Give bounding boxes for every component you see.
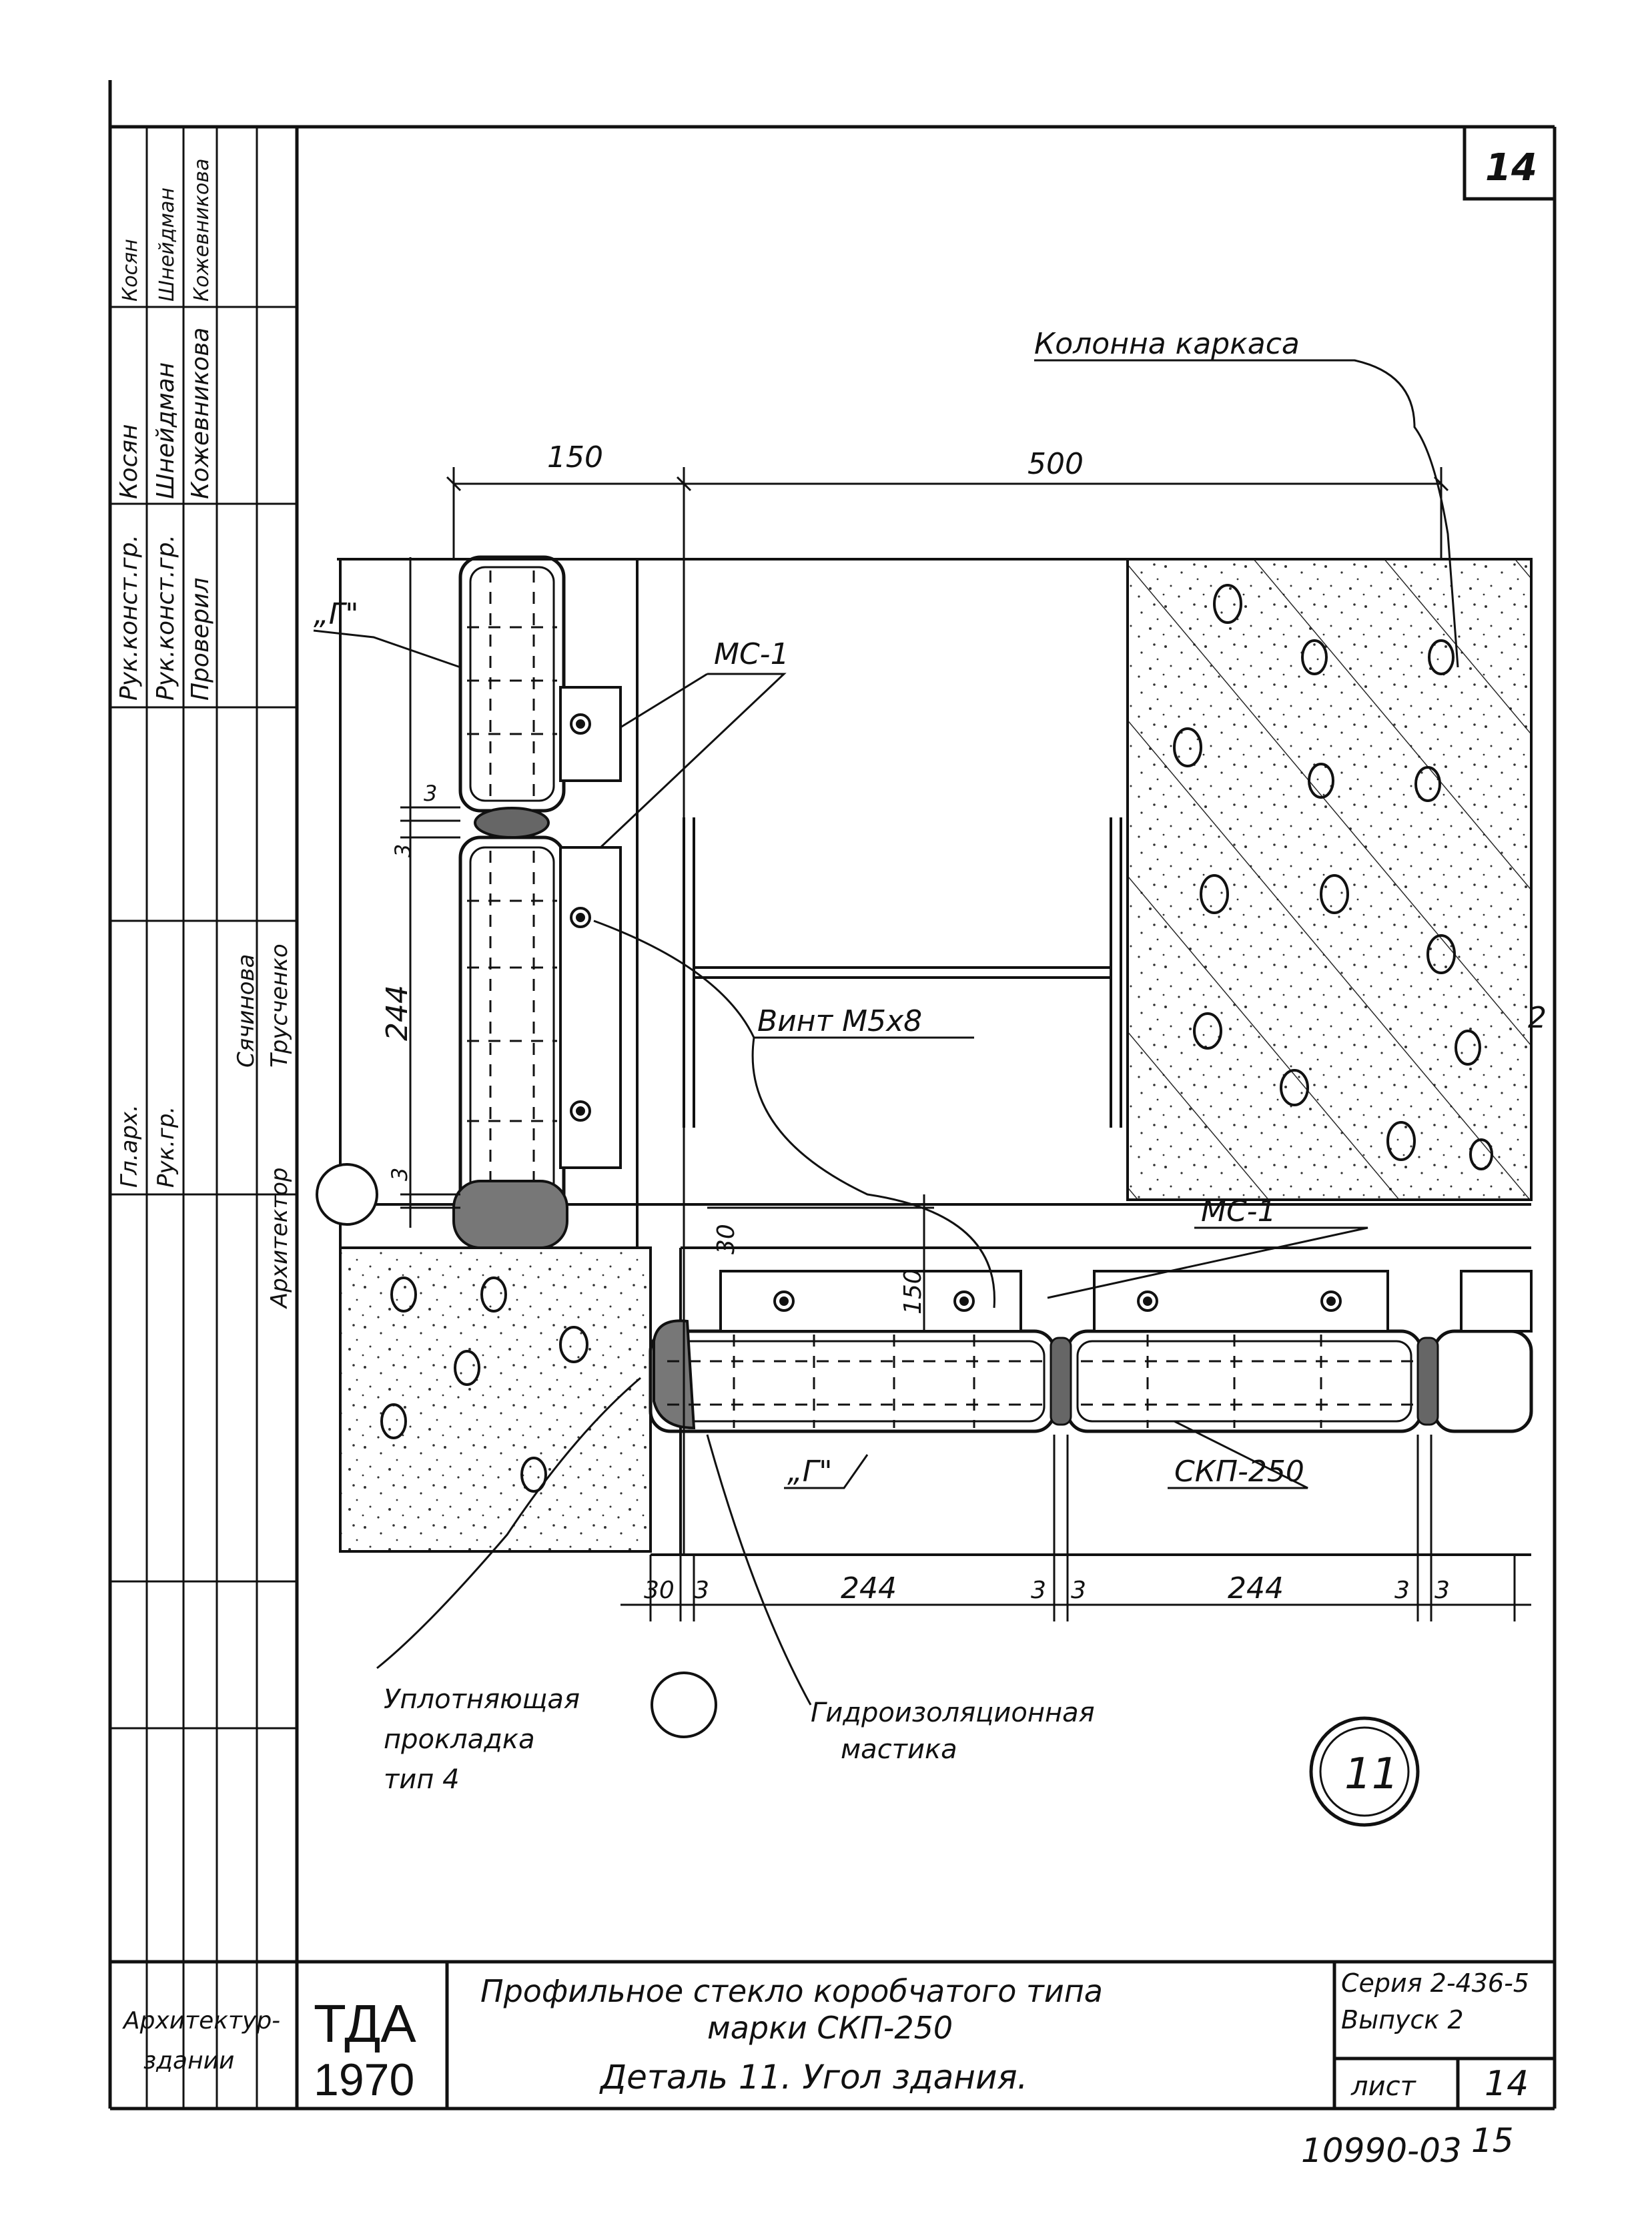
dim-vertical-150: 150	[899, 1268, 927, 1315]
label-seal-line1: Уплотняющая	[384, 1684, 580, 1715]
sidebar-mid-name-3: Трусченко	[266, 944, 293, 1068]
horizontal-glass-profile	[649, 1319, 1533, 1433]
sidebar-role-1: Рук.конст.гр.	[115, 534, 143, 701]
label-mastic-line2: мастика	[841, 1734, 957, 1765]
sheet-value: 14	[1485, 2064, 1529, 2104]
section-markers	[316, 1163, 717, 1738]
dim-bottom-30: 30	[644, 1577, 675, 1604]
sidebar-mid-role-2: Рук.гр.	[153, 1106, 179, 1188]
section-line1: Архитектур-	[122, 2007, 280, 2034]
label-skp: СКП-250	[1174, 1455, 1304, 1489]
title-line2: марки СКП-250	[707, 2010, 953, 2046]
dimension-texts: 150 500 3 3 244 3 30 150 30 3 244 3 3 24…	[380, 440, 1450, 1605]
sidebar-role-3: Проверил	[187, 577, 214, 701]
sidebar-signature-1: Косян	[119, 239, 142, 302]
sidebar-mid-name-2: Сячинова	[233, 954, 260, 1068]
sidebar-role-2: Рук.конст.гр.	[152, 534, 179, 701]
label-side-number: 2	[1528, 1001, 1547, 1035]
dim-gap-mid: 3	[390, 844, 416, 857]
sidebar-signature-2: Шнейдман	[155, 188, 179, 302]
dim-gap-top: 3	[424, 781, 437, 806]
title-block-texts: ТДА 1970 Архитектур- здании Профильное с…	[122, 1968, 1529, 2105]
series-label: Серия 2-436-5	[1341, 1968, 1529, 1998]
horizontal-clamps	[719, 1270, 1533, 1333]
vertical-glass-profile	[452, 555, 568, 1249]
sidebar-mid-role-1: Гл.арх.	[116, 1104, 143, 1188]
sidebar-name-1: Косян	[115, 424, 143, 499]
dim-vertical-30: 30	[713, 1224, 740, 1254]
label-seal-line2: прокладка	[384, 1724, 535, 1755]
title-line3: Деталь 11. Угол здания.	[599, 2058, 1027, 2097]
detail-marker: 11	[1309, 1716, 1420, 1827]
sidebar-name-3: Кожевникова	[187, 328, 214, 499]
dim-bottom-244a: 244	[841, 1571, 897, 1605]
dim-bottom-3a: 3	[694, 1577, 709, 1604]
section-line2: здании	[143, 2047, 234, 2075]
sheet-number-box: 14	[1463, 127, 1555, 201]
dim-gap-bottom: 3	[387, 1168, 412, 1181]
sidebar-top-block: Рук.конст.гр. Рук.конст.гр. Проверил Кос…	[115, 159, 214, 701]
sheet-label: лист	[1350, 2071, 1417, 2102]
doc-number: 10990-03	[1301, 2131, 1462, 2170]
dim-top-500: 500	[1027, 447, 1084, 481]
label-seal-line3: тип 4	[384, 1764, 460, 1795]
doc-page: 15	[1471, 2121, 1514, 2160]
annotation-labels: Колонна каркаса МС-1 МС-1 Винт М5х8 „Г" …	[314, 327, 1547, 1795]
label-screw: Винт М5х8	[757, 1004, 922, 1038]
document-number: 10990-03 15	[1301, 2121, 1514, 2170]
dim-bottom-3b: 3	[1031, 1577, 1046, 1604]
sidebar-signature-3: Кожевникова	[190, 159, 214, 302]
title-line1: Профильное стекло коробчатого типа	[480, 1973, 1103, 2009]
label-g-top: „Г"	[314, 597, 359, 631]
sheet-number-top: 14	[1485, 146, 1537, 190]
sidebar-name-2: Шнейдман	[152, 362, 179, 499]
foundation-block	[339, 1246, 652, 1553]
issue-label: Выпуск 2	[1341, 2005, 1464, 2034]
label-mc1-top: МС-1	[714, 637, 789, 671]
title-year: 1970	[314, 2055, 414, 2105]
leader-lines	[313, 359, 1459, 1706]
sidebar-mid-role-3: Архитектор	[266, 1167, 293, 1309]
sidebar-mid-block: Гл.арх. Рук.гр. Архитектор Сячинова Трус…	[116, 944, 293, 1309]
label-g-bottom: „Г"	[787, 1455, 833, 1489]
dim-bottom-3d: 3	[1394, 1577, 1410, 1604]
dim-top-150: 150	[547, 440, 603, 474]
frame-column	[1126, 558, 1533, 1201]
vertical-clamps	[559, 686, 622, 1169]
dim-bottom-3e: 3	[1434, 1577, 1450, 1604]
label-mc1-bottom: МС-1	[1201, 1194, 1276, 1228]
label-mastic-line1: Гидроизоляционная	[811, 1698, 1095, 1728]
title-org: ТДА	[314, 1994, 416, 2053]
dim-panel-vertical: 244	[380, 985, 414, 1041]
title-block-grid	[110, 1960, 1555, 2109]
dimension-lines	[400, 467, 1531, 1621]
label-column: Колонна каркаса	[1034, 327, 1300, 361]
dim-bottom-3c: 3	[1071, 1577, 1086, 1604]
dim-bottom-244b: 244	[1228, 1571, 1284, 1605]
outer-frame	[108, 80, 1557, 2111]
detail-number: 11	[1344, 1750, 1398, 1799]
